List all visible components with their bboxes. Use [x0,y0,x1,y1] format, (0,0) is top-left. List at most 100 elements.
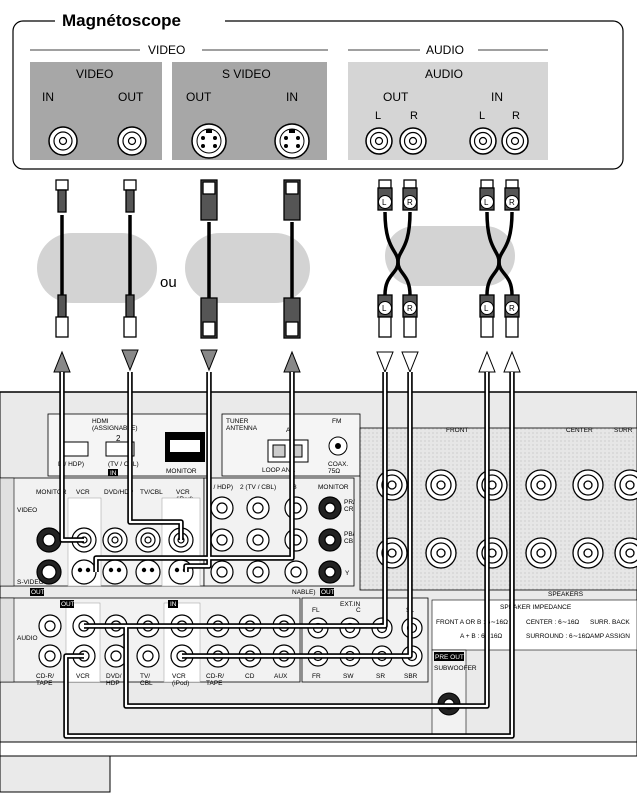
svg-text:C: C [356,607,361,614]
analog-audio-section [0,597,301,683]
svg-text:FRONT A OR B : 6∼16Ω: FRONT A OR B : 6∼16Ω [436,619,508,626]
svg-text:SURR. BACK: SURR. BACK [590,619,630,626]
audio-out-right-label: R [410,110,418,122]
svg-text:SBR: SBR [404,673,418,680]
svg-text:IN: IN [170,601,177,608]
svg-text:L: L [382,304,387,313]
svg-text:SPEAKER IMPEDANCE: SPEAKER IMPEDANCE [500,604,572,611]
svg-text:VCR: VCR [76,489,90,496]
svideo-in-label: IN [286,90,298,104]
or-label: ou [160,274,177,291]
svideo-panel-label: S VIDEO [222,67,271,81]
plug-lr-badges-top: L R L R [378,195,519,209]
svg-text:L: L [382,198,387,207]
svg-text:Y: Y [345,570,350,577]
svg-text:D / HDP): D / HDP) [207,484,233,491]
svg-text:PR/CR: PR/CR [344,499,355,513]
video-group-label: VIDEO [148,43,185,57]
svideo-cable-capsule [185,233,310,303]
video-cable-capsule [37,233,157,303]
rca-plug-icon [55,179,520,221]
svg-text:VCR: VCR [76,673,90,680]
vcr-device: Magnétoscope VIDEO AUDIO VIDEO IN OUT S … [12,10,624,170]
svg-text:AUX: AUX [274,673,288,680]
svg-text:S-VIDEO: S-VIDEO [17,579,44,586]
svg-text:FRONT: FRONT [446,427,468,434]
svg-text:SURR: SURR [614,427,633,434]
audio-in-right-jack-icon [501,127,529,155]
receiver-svideo-jack-icon [36,559,194,585]
svg-text:SURROUND : 6∼16Ω: SURROUND : 6∼16Ω [526,633,590,640]
svg-text:L: L [484,304,489,313]
svg-text:OUT: OUT [31,589,45,596]
audio-cable-capsule [385,226,515,286]
svg-text:R: R [407,304,413,313]
cable-zone: ou L [37,179,521,374]
video-in-label: IN [42,90,54,104]
hdmi-label: HDMI(ASSIGNABLE) [92,418,138,432]
svg-text:(TV / CBL): (TV / CBL) [108,461,139,468]
plug-lr-badges-bottom: L R L R [378,301,519,315]
svg-text:TV/CBL: TV/CBL [140,489,163,496]
svg-text:MONITOR: MONITOR [166,468,197,475]
svg-text:SPEAKERS: SPEAKERS [548,591,584,598]
svg-text:L: L [484,198,489,207]
audio-group-label: AUDIO [426,43,464,57]
audio-in-label: IN [491,90,503,104]
svg-text:OUT: OUT [321,589,335,596]
svideo-out-label: OUT [186,90,212,104]
svg-text:2: 2 [116,434,121,443]
svg-text:CD: CD [245,673,255,680]
svg-text:PB/CB: PB/CB [344,531,355,545]
svg-text:FL: FL [312,607,320,614]
svg-text:EXT.IN: EXT.IN [340,601,361,608]
audio-panel-label: AUDIO [425,67,463,81]
svg-text:IN: IN [110,470,117,477]
svg-text:SR: SR [376,673,385,680]
svg-text:DVD/HDP: DVD/HDP [104,489,133,496]
svg-text:3: 3 [293,484,297,491]
svg-text:FM: FM [332,418,341,425]
svg-text:A: A [286,427,291,434]
ext-in-section [301,597,429,683]
rca-plug-icon [55,294,520,339]
svideo-in-jack-icon [274,123,310,159]
audio-out-left-label: L [375,110,381,122]
audio-out-label: OUT [383,90,409,104]
video-out-jack-icon [117,126,147,156]
audio-in-right-label: R [512,110,520,122]
receiver-back-panel: HDMI(ASSIGNABLE) 2 D / HDP) (TV / CBL) I… [0,391,637,793]
svg-text:A + B : 6∼16Ω: A + B : 6∼16Ω [460,633,502,640]
svideo-out-jack-icon [191,123,227,159]
svg-text:CD-R/TAPE: CD-R/TAPE [36,673,54,687]
svg-text:SW: SW [343,673,354,680]
svg-text:TV/CBL: TV/CBL [140,673,153,687]
video-panel-label: VIDEO [76,67,113,81]
audio-out-right-jack-icon [399,127,427,155]
svg-text:VCR(iPod): VCR(iPod) [172,673,189,687]
svg-text:R: R [407,198,413,207]
svg-text:COAX.75Ω: COAX.75Ω [328,461,348,475]
svg-text:DVD/HDP: DVD/HDP [106,673,122,687]
audio-in-left-jack-icon [469,127,497,155]
hdmi-port-icon [105,441,135,457]
svg-text:LOOP ANT.: LOOP ANT. [262,467,296,474]
device-title: Magnétoscope [62,11,181,30]
svg-text:MONITOR: MONITOR [36,489,67,496]
signal-arrow-icon [53,349,521,374]
svg-text:R: R [509,304,515,313]
svg-text:NABLE): NABLE) [292,589,315,596]
svg-text:CD-R/TAPE: CD-R/TAPE [206,673,224,687]
svg-text:R: R [509,198,515,207]
svg-text:FR: FR [312,673,321,680]
svg-text:AMP ASSIGN: AMP ASSIGN [590,633,630,640]
svg-text:D / HDP): D / HDP) [58,461,84,468]
svg-text:CENTER: CENTER [566,427,593,434]
video-out-label: OUT [118,90,144,104]
svg-text:SUBWOOFER: SUBWOOFER [434,665,477,672]
audio-in-left-label: L [479,110,485,122]
svg-text:CENTER : 6∼16Ω: CENTER : 6∼16Ω [526,619,579,626]
svg-text:2 (TV / CBL): 2 (TV / CBL) [240,484,276,491]
connection-cables [59,372,515,739]
